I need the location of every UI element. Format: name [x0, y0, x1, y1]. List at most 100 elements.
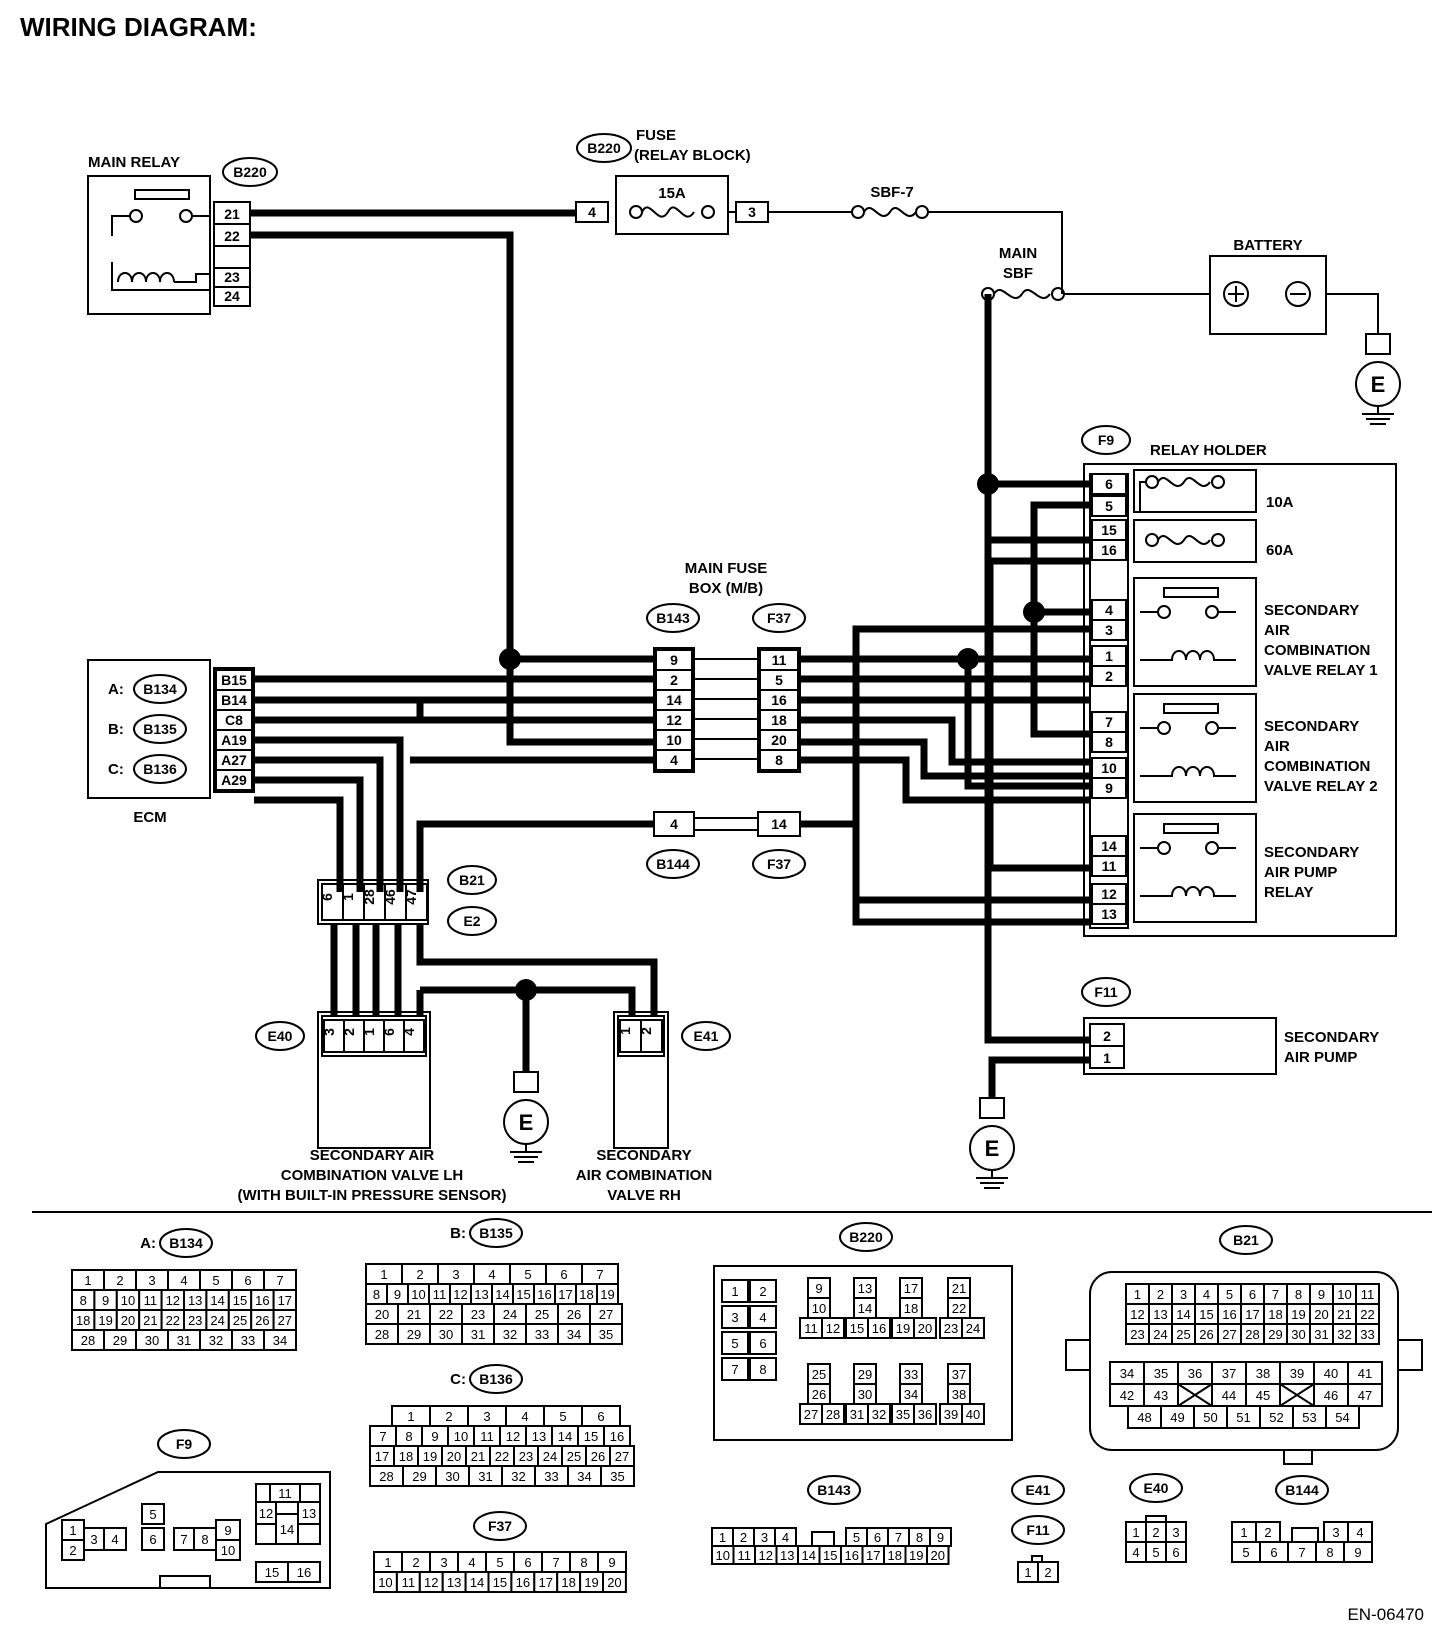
legend-b136-cell-1: 1: [407, 1409, 414, 1424]
legend-b143-cell-9: 9: [937, 1530, 944, 1545]
legend-b135-cell-10: 10: [411, 1287, 425, 1302]
legend-b136-cell-26: 26: [591, 1449, 605, 1464]
legend-f37-cell-20: 20: [607, 1575, 621, 1590]
legend-b21-cell-36: 36: [1188, 1366, 1202, 1381]
legend-b220-cell-6: 6: [759, 1336, 766, 1351]
legend-b135-cell-1: 1: [380, 1267, 387, 1282]
legend-f37-cell-11: 11: [402, 1575, 416, 1590]
legend-b21-cell-35: 35: [1154, 1366, 1168, 1381]
air-pump-label-l1: SECONDARY: [1284, 1029, 1379, 1046]
legend-b144-cell-1: 1: [1240, 1525, 1247, 1540]
relay3-label-l1: SECONDARY: [1264, 844, 1359, 861]
legend-b143-cell-5: 5: [853, 1530, 860, 1545]
legend-b134-cell-13: 13: [188, 1293, 202, 1308]
legend-f9-cell-9: 9: [224, 1523, 231, 1538]
legend-b143-cell-13: 13: [780, 1548, 794, 1563]
legend-b220-cell-34: 34: [904, 1387, 918, 1402]
legend-b136-cell-19: 19: [423, 1449, 437, 1464]
legend-b136-cell-7: 7: [379, 1429, 386, 1444]
legend-b21-cell-1: 1: [1134, 1287, 1141, 1302]
legend-b134-cell-16: 16: [255, 1293, 269, 1308]
legend-b143-cell-8: 8: [916, 1530, 923, 1545]
mfb-conn-b144: B144: [656, 856, 690, 872]
legend-b21-cell-12: 12: [1130, 1307, 1144, 1322]
legend-b21-cell-3: 3: [1180, 1287, 1187, 1302]
relay1-label-l4: VALVE RELAY 1: [1264, 662, 1378, 679]
legend-b136-cell-2: 2: [445, 1409, 452, 1424]
legend-b21-cell-32: 32: [1337, 1327, 1351, 1342]
legend-b134-cell-3: 3: [148, 1273, 155, 1288]
legend-b143-cell-3: 3: [761, 1530, 768, 1545]
legend-b21-cell-18: 18: [1268, 1307, 1282, 1322]
legend-b135-cell-13: 13: [474, 1287, 488, 1302]
main-relay-connector: B220: [233, 164, 267, 180]
legend-b21-cell-28: 28: [1245, 1327, 1259, 1342]
legend-b135-cell-21: 21: [407, 1307, 421, 1322]
relay-holder-pin-13: 13: [1101, 906, 1117, 922]
legend-b220-cell-19: 19: [896, 1321, 910, 1336]
legend-b134-cell-12: 12: [166, 1293, 180, 1308]
legend-b220-cell-35: 35: [896, 1407, 910, 1422]
legend-b21-cell-54: 54: [1335, 1410, 1349, 1425]
mfb-right-pin-5: 5: [775, 672, 783, 688]
legend-f37-cell-9: 9: [608, 1555, 615, 1570]
mfb-right-pin-11: 11: [772, 652, 787, 668]
legend-b220-cell-23: 23: [944, 1321, 958, 1336]
legend-b135-cell-11: 11: [433, 1287, 447, 1302]
valve-rh-label-l2: AIR COMBINATION: [576, 1167, 712, 1184]
legend-b135-cell-7: 7: [596, 1267, 603, 1282]
mfb-left-pin-10: 10: [666, 732, 682, 748]
legend-b136-cell-15: 15: [584, 1429, 598, 1444]
legend-b21-cell-49: 49: [1170, 1410, 1184, 1425]
legend-f9-cell-4: 4: [111, 1532, 118, 1547]
relay2-label-l3: COMBINATION: [1264, 758, 1370, 775]
legend-e41-name: E41: [1026, 1482, 1051, 1498]
legend-f9-cell-12: 12: [259, 1506, 273, 1521]
legend-b134-cell-1: 1: [84, 1273, 91, 1288]
legend-b21-name: B21: [1233, 1232, 1259, 1248]
b21-conn: B21: [459, 872, 485, 888]
legend-b136-cell-16: 16: [610, 1429, 624, 1444]
legend-b135-cell-26: 26: [567, 1307, 581, 1322]
mfb-right-pin-16: 16: [771, 692, 787, 708]
legend-b144-name: B144: [1285, 1482, 1319, 1498]
legend-b135-cell-5: 5: [524, 1267, 531, 1282]
legend-b136-cell-22: 22: [495, 1449, 509, 1464]
valve-lh-pin-6: 6: [381, 1028, 397, 1036]
legend-b134-cell-27: 27: [278, 1313, 292, 1328]
legend-b135-cell-24: 24: [503, 1307, 517, 1322]
relay3-label-l3: RELAY: [1264, 884, 1313, 901]
legend-b21-cell-53: 53: [1302, 1410, 1316, 1425]
fuse-10a: 10A: [1266, 494, 1294, 511]
legend-b135-cell-18: 18: [579, 1287, 593, 1302]
fuse-rating: 15A: [658, 185, 686, 202]
legend-b143-cell-11: 11: [738, 1548, 752, 1563]
mfb-conn-f37-2: F37: [767, 856, 791, 872]
legend-b136-prefix: C:: [450, 1371, 466, 1388]
legend-b21-cell-21: 21: [1337, 1307, 1351, 1322]
relay2-label-l1: SECONDARY: [1264, 718, 1359, 735]
ecm-pin-b15: B15: [221, 672, 247, 688]
legend-b21-cell-39: 39: [1290, 1366, 1304, 1381]
legend-b136-cell-30: 30: [445, 1469, 459, 1484]
ecm: A: B134 B: B135 C: B136 B15B14C8A19A27A2…: [87, 659, 255, 826]
legend-b135-cell-4: 4: [488, 1267, 495, 1282]
ground-valves: E: [503, 1071, 549, 1163]
valve-lh-pin-3: 3: [321, 1028, 337, 1036]
legend-b21-cell-22: 22: [1360, 1307, 1374, 1322]
legend-b135-cell-29: 29: [407, 1327, 421, 1342]
air-pump-pin-1: 1: [1103, 1050, 1111, 1066]
legend-b21-cell-42: 42: [1120, 1388, 1134, 1403]
legend-e40-name: E40: [1144, 1480, 1169, 1496]
fuse-60a: 60A: [1266, 542, 1294, 559]
sbf-7-fuse: SBF-7: [851, 184, 929, 219]
relay1-label-l3: COMBINATION: [1264, 642, 1370, 659]
relay-holder-pin-6: 6: [1105, 476, 1113, 492]
legend-b21-cell-5: 5: [1226, 1287, 1233, 1302]
legend-b220-cell-4: 4: [759, 1310, 766, 1325]
legend-b143-cell-1: 1: [719, 1530, 726, 1545]
ecm-pin-a19: A19: [221, 732, 247, 748]
legend-b21-cell-46: 46: [1324, 1388, 1338, 1403]
